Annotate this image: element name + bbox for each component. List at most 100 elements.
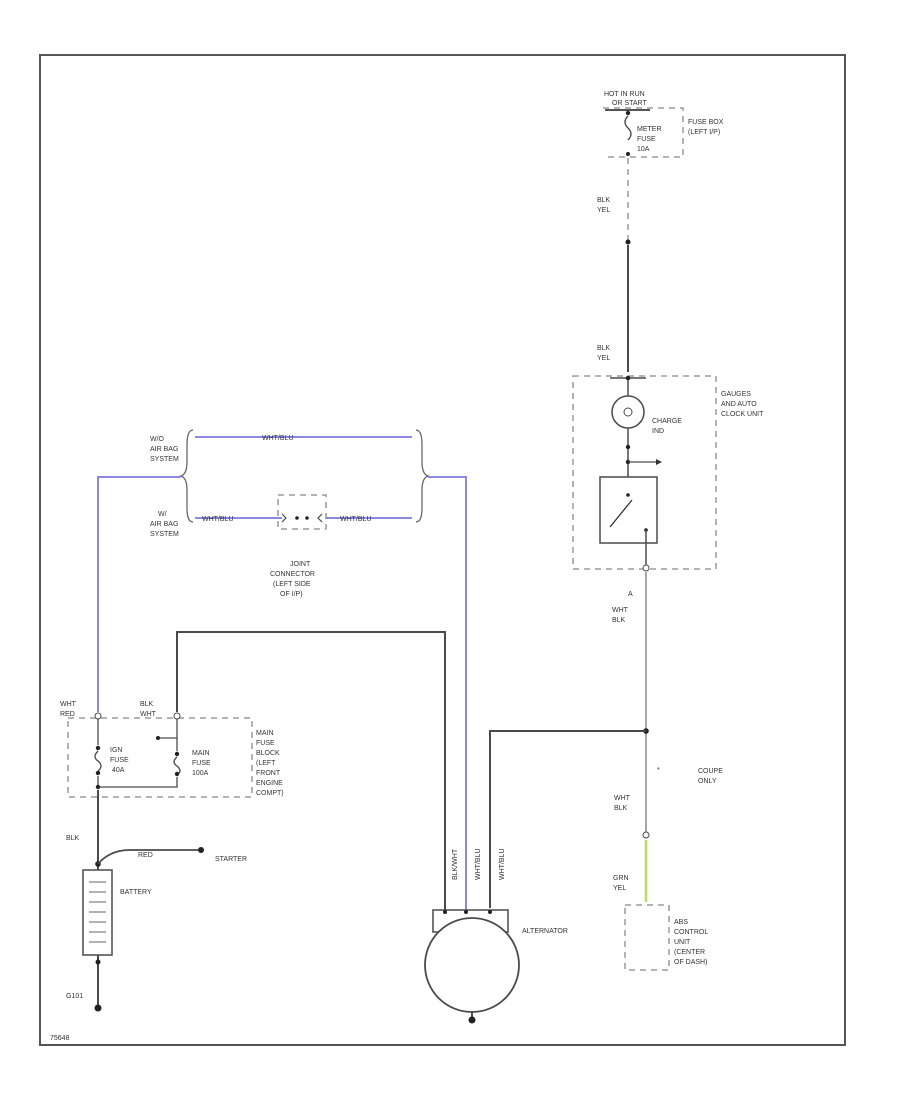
meter-fuse-label: METER [637, 126, 662, 133]
fuse-block-label-3: BLOCK [256, 750, 280, 757]
wire-label-wht-red-upper: WHT/BLU [262, 435, 294, 442]
wire-label-blk-yel-mid-2: YEL [597, 355, 610, 362]
fuse-block-label-6: ENGINE [256, 780, 283, 787]
airbag-bracket-left [178, 429, 194, 523]
wire-label-blk-yel-top: BLK [597, 197, 611, 204]
wo-airbag-label: W/O [150, 436, 165, 443]
joint-connector-label-4: OF I/P) [280, 591, 303, 598]
fuse-box-label: FUSE BOX [688, 119, 724, 126]
lamp-branch-arrow-icon [656, 459, 662, 465]
ign-fuse-dot-bottom [95, 770, 101, 776]
coupe-only-label: COUPE [698, 768, 723, 775]
wire-label-red-starter: RED [138, 852, 153, 859]
fuse-block-bus [97, 776, 178, 788]
wire-label-wht-blk-lower-2: BLK [614, 805, 628, 812]
ign-fuse-label: IGN [110, 747, 122, 754]
wo-airbag-label-2: AIR BAG [150, 446, 178, 453]
gauge-unit-label-3: CLOCK UNIT [721, 411, 764, 418]
charge-indicator-lamp-icon [611, 395, 645, 429]
ign-fuse-dot-top [95, 745, 101, 751]
main-fuse-label: MAIN [192, 750, 210, 757]
main-fuse-dot-mid [174, 751, 180, 757]
fuse-bottom-dot [626, 152, 630, 156]
wire-label-blk-yel-top-2: YEL [597, 207, 610, 214]
charge-indicator-label-2: IND [652, 428, 664, 435]
wire-blk-wht-to-alternator [176, 631, 446, 910]
ign-fuse-label-2: FUSE [110, 757, 129, 764]
joint-connector-pin-right-icon [317, 513, 323, 523]
lamp-filament-icon [623, 407, 633, 417]
alternator-icon [424, 917, 520, 1013]
wire-label-wht-blk-lower: WHT [614, 795, 631, 802]
wire-label-blk-top-2: WHT [140, 711, 157, 718]
fuse-block-label-2: FUSE [256, 740, 275, 747]
wire-label-wht-red-lower-left: WHT/BLU [202, 516, 234, 523]
or-start-label: OR START [612, 100, 647, 107]
fuse-block-label-7: COMPT) [256, 790, 284, 797]
abs-control-unit-outline [624, 904, 670, 971]
meter-fuse-label-2: FUSE [637, 136, 656, 143]
ground-label: G101 [66, 993, 83, 1000]
diagram-code: 75648 [50, 1035, 70, 1042]
switch-terminal-mark: A [628, 591, 633, 598]
main-fuse-dot-bottom [174, 771, 180, 777]
charge-indicator-label: CHARGE [652, 418, 682, 425]
starter-label: STARTER [215, 856, 247, 863]
wire-label-grn-yel-2: YEL [613, 885, 626, 892]
fuse-block-label-5: FRONT [256, 770, 281, 777]
alternator-wire-label-3: WHT/BLU [499, 849, 506, 881]
wire-label-blk-top: BLK [140, 701, 154, 708]
ign-fuse-icon [94, 750, 102, 772]
alternator-wire-label-1: BLK/WHT [452, 848, 459, 880]
wire-label-wht-top: WHT [60, 701, 77, 708]
fuse-box-location: (LEFT I/P) [688, 129, 720, 136]
switch-contact-top [626, 493, 630, 497]
abs-unit-label: ABS [674, 919, 688, 926]
abs-unit-label-4: (CENTER [674, 949, 705, 956]
gauge-input-dot [625, 375, 631, 381]
fuse-block-label-4: (LEFT [256, 760, 276, 767]
joint-connector-pin-1 [295, 516, 299, 520]
joint-connector-pin-left-icon [281, 513, 287, 523]
wire-label-blk-battery: BLK [66, 835, 80, 842]
fuse-block-outline [67, 717, 253, 798]
starter-terminal-dot [198, 847, 204, 853]
fuse-block-label: MAIN [256, 730, 274, 737]
battery-negative-dot [95, 959, 101, 965]
wire-label-wht-red-lower-right: WHT/BLU [340, 516, 372, 523]
alt-terminal-1 [443, 910, 447, 914]
wire-label-wht-blk-2: BLK [612, 617, 626, 624]
w-airbag-label-2: AIR BAG [150, 521, 178, 528]
alternator-label: ALTERNATOR [522, 928, 568, 935]
alternator-wire-label-2: WHT/BLU [475, 849, 482, 881]
joint-connector-label-2: CONNECTOR [270, 571, 315, 578]
fuse-block-terminal-right [173, 712, 181, 720]
main-fuse-rating: 100A [192, 770, 209, 777]
gauge-unit-label: GAUGES [721, 391, 751, 398]
hot-in-run-label: HOT IN RUN [604, 91, 645, 98]
diagram-frame [39, 54, 846, 1046]
w-airbag-label-3: SYSTEM [150, 531, 179, 538]
alt-terminal-2 [464, 910, 468, 914]
gauge-output-terminal [642, 564, 650, 572]
wire-label-grn-yel: GRN [613, 875, 629, 882]
fuse-block-terminal-left [94, 712, 102, 720]
alt-terminal-3 [488, 910, 492, 914]
fuse-top-dot [625, 110, 631, 116]
gauge-switch-box [599, 476, 658, 544]
wo-airbag-label-3: SYSTEM [150, 456, 179, 463]
battery-label: BATTERY [120, 889, 152, 896]
main-fuse-label-2: FUSE [192, 760, 211, 767]
wire-label-blk-yel-mid: BLK [597, 345, 611, 352]
airbag-bracket-right [415, 429, 431, 523]
joint-connector-label-3: (LEFT SIDE [273, 581, 311, 588]
abs-unit-label-2: CONTROL [674, 929, 708, 936]
abs-unit-label-5: OF DASH) [674, 959, 707, 966]
main-fuse-dot-top [156, 736, 160, 740]
meter-fuse-icon [624, 115, 632, 141]
wire-red-starter [97, 849, 200, 865]
joint-connector-pin-2 [305, 516, 309, 520]
wire-wht-blu-right-feed [428, 476, 467, 910]
main-fuse-icon [173, 756, 181, 776]
